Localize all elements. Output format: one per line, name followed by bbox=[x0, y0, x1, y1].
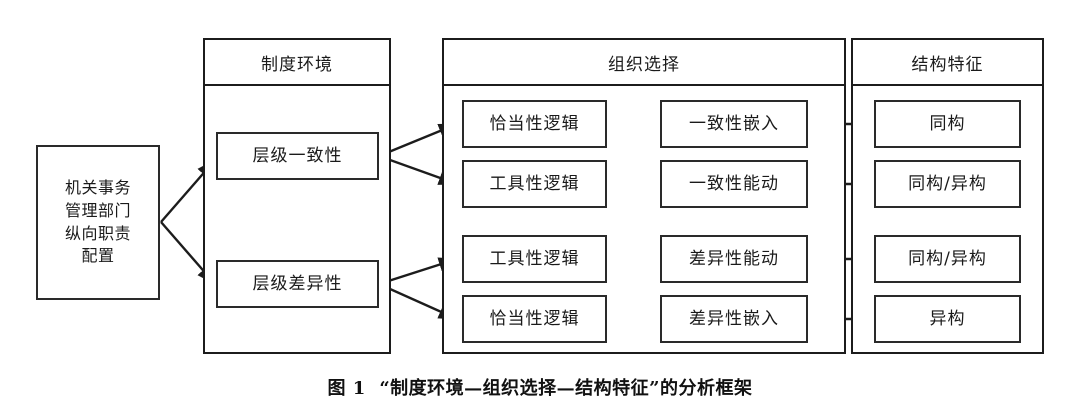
node-outcome-row1: 一致性嵌入 bbox=[660, 100, 808, 148]
caption-label: 图 bbox=[327, 378, 346, 399]
figure-caption: 图 1 “制度环境—组织选择—结构特征”的分析框架 bbox=[0, 374, 1080, 400]
node-structure-row1: 同构 bbox=[874, 100, 1021, 148]
node-structure-row3: 同构/异构 bbox=[874, 235, 1021, 283]
node-outcome-row3: 差异性能动 bbox=[660, 235, 808, 283]
column-header-organizational-choice: 组织选择 bbox=[444, 40, 844, 86]
source-box: 机关事务 管理部门 纵向职责 配置 bbox=[36, 145, 160, 300]
caption-text: “制度环境—组织选择—结构特征”的分析框架 bbox=[379, 378, 753, 399]
node-logic-row3: 工具性逻辑 bbox=[462, 235, 607, 283]
node-structure-row2: 同构/异构 bbox=[874, 160, 1021, 208]
node-outcome-row4: 差异性嵌入 bbox=[660, 295, 808, 343]
source-box-line-2: 管理部门 bbox=[64, 200, 131, 220]
node-outcome-row2: 一致性能动 bbox=[660, 160, 808, 208]
node-logic-row2: 工具性逻辑 bbox=[462, 160, 607, 208]
node-structure-row4: 异构 bbox=[874, 295, 1021, 343]
node-logic-row1: 恰当性逻辑 bbox=[462, 100, 607, 148]
caption-number: 1 bbox=[352, 378, 366, 399]
node-logic-row4: 恰当性逻辑 bbox=[462, 295, 607, 343]
column-header-institutional-environment: 制度环境 bbox=[205, 40, 389, 86]
node-level-difference: 层级差异性 bbox=[216, 260, 379, 308]
node-level-consistency: 层级一致性 bbox=[216, 132, 379, 180]
column-header-structural-features: 结构特征 bbox=[853, 40, 1042, 86]
source-box-line-4: 配置 bbox=[81, 246, 115, 266]
source-box-line-3: 纵向职责 bbox=[64, 223, 131, 243]
source-box-line-1: 机关事务 bbox=[64, 178, 131, 198]
